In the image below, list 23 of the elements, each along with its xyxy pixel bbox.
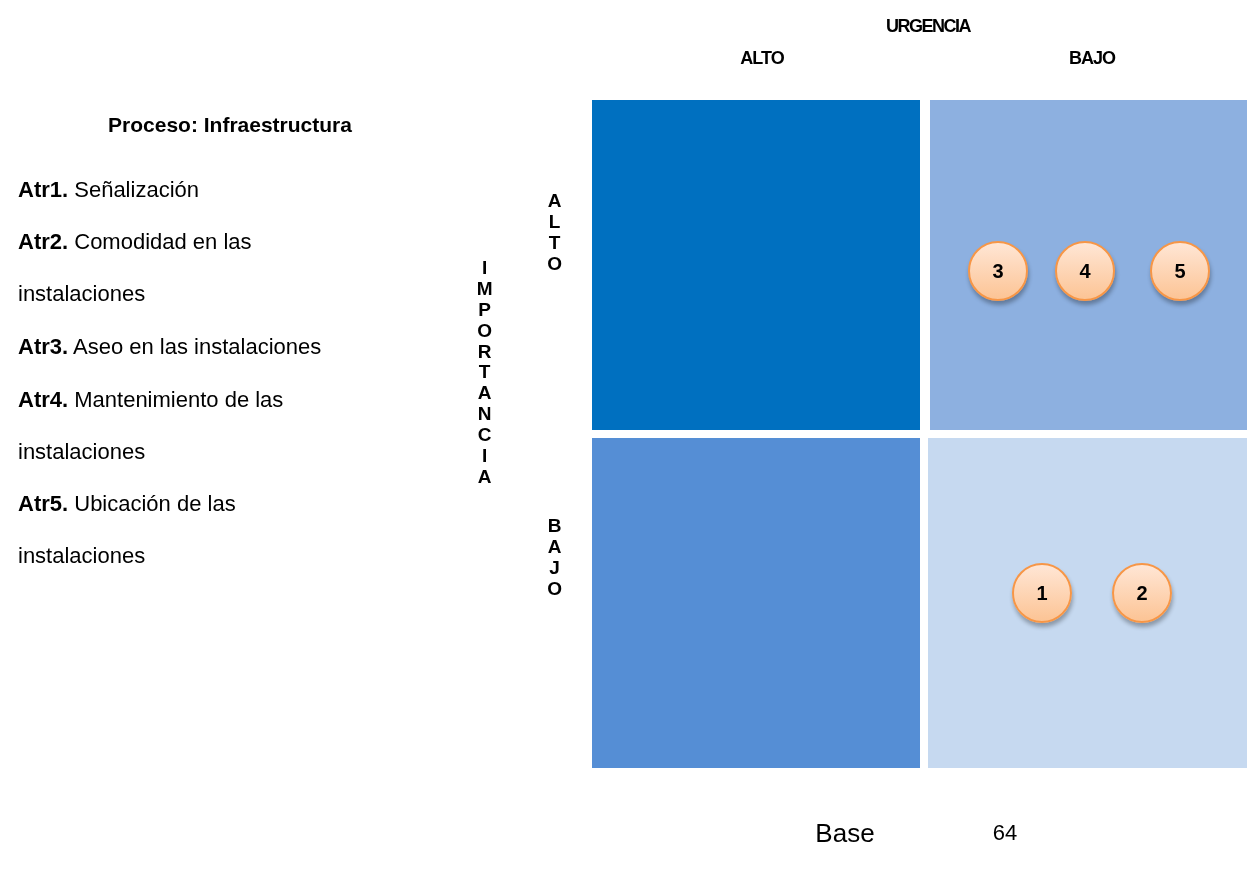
row-header: ALTO [546,191,563,275]
attribute-item: Atr5. Ubicación de las instalaciones [18,490,237,570]
numbered-circle: 2 [1112,563,1172,623]
axis-title: URGENCIA [885,16,972,37]
base-value: 64 [991,820,1019,846]
attribute-item: Atr1. Señalización [18,176,200,204]
numbered-circle: 1 [1012,563,1072,623]
base-label: Base [814,818,876,849]
axis-title: IMPORTANCIA [476,258,494,488]
attribute-item: Atr2. Comodidad en las instalaciones [18,228,253,308]
numbered-circle: 5 [1150,241,1210,301]
attribute-item: Atr4. Mantenimiento de las instalaciones [18,386,285,466]
quadrant-box [592,100,920,430]
quadrant-box [930,100,1247,430]
quadrant-box [592,438,920,768]
numbered-circle: 4 [1055,241,1115,301]
quadrant-box [928,438,1247,768]
process-title: Proceso: Infraestructura [107,113,353,137]
row-header: BAJO [546,516,563,600]
column-header: BAJO [1068,48,1117,69]
column-header: ALTO [739,48,785,69]
numbered-circle: 3 [968,241,1028,301]
attribute-item: Atr3. Aseo en las instalaciones [18,333,323,361]
